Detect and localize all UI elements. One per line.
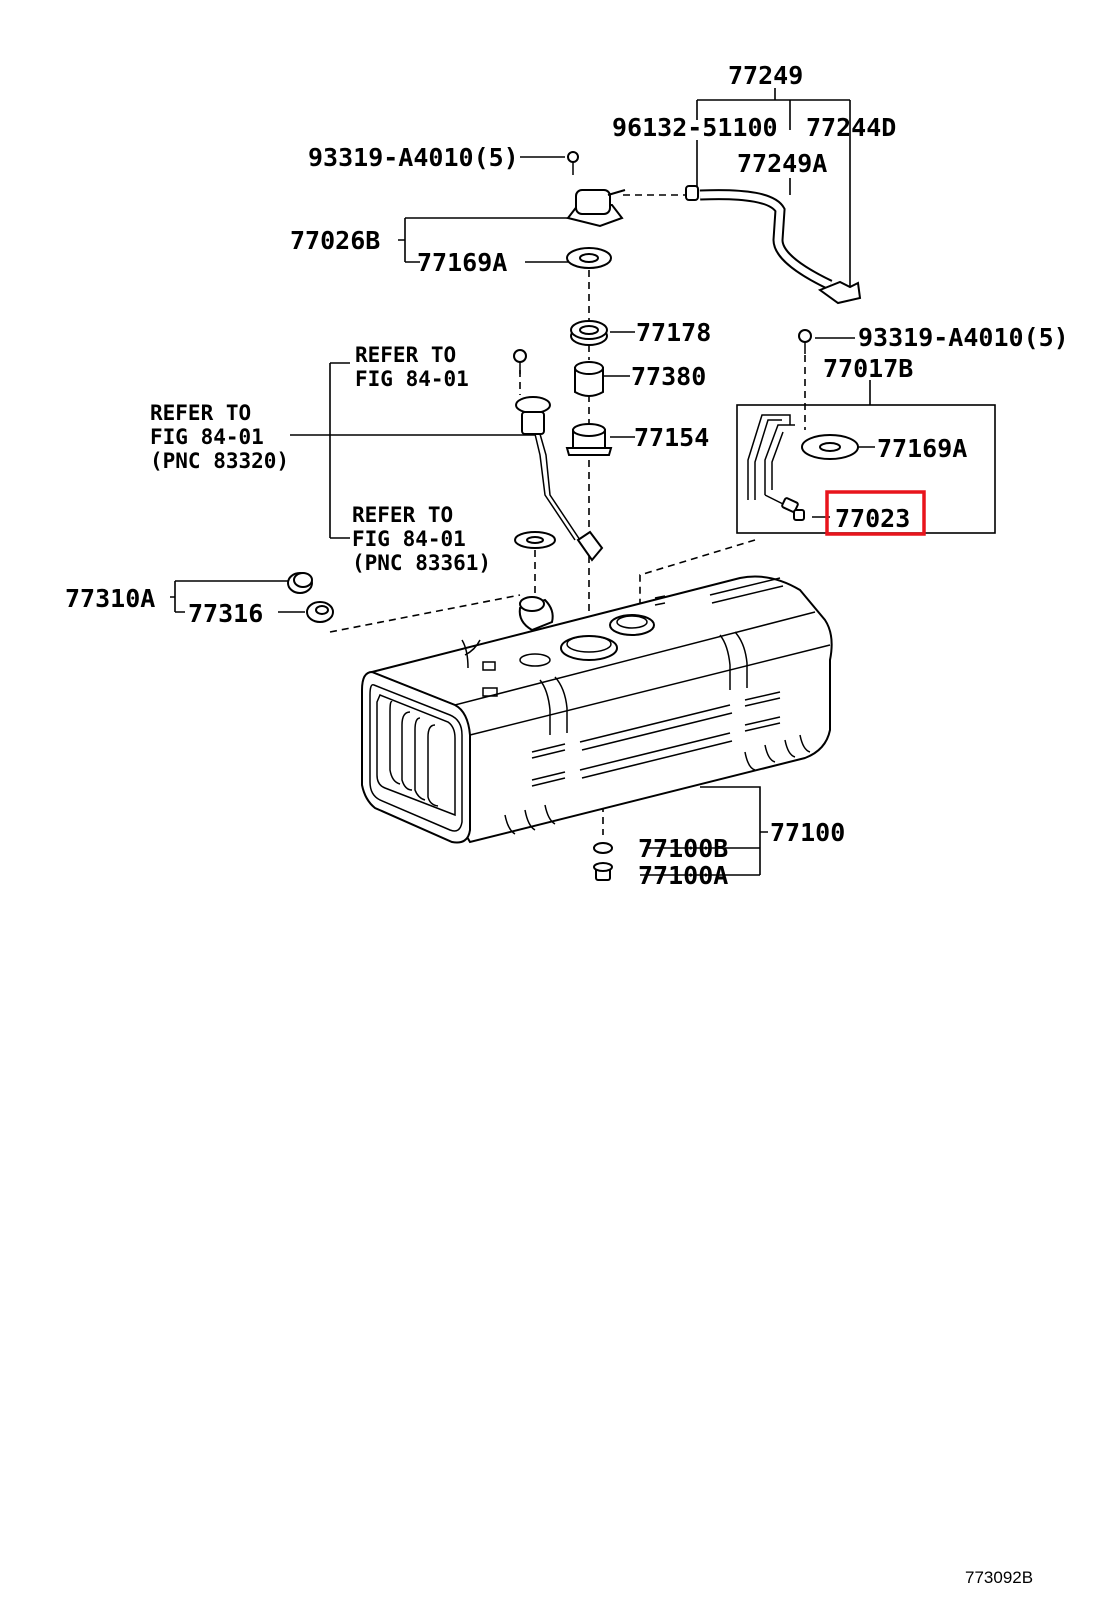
- label-77178[interactable]: 77178: [636, 318, 711, 347]
- label-77380[interactable]: 77380: [631, 362, 706, 391]
- label-77316[interactable]: 77316: [188, 599, 263, 628]
- drain-plug-77100a: [593, 862, 613, 881]
- label-77023[interactable]: 77023: [835, 504, 910, 533]
- ref2-line1: REFER TO: [150, 401, 251, 425]
- tube-assembly-77017b: [747, 414, 859, 521]
- ref3-line3: (PNC 83361): [352, 551, 491, 575]
- grommet-77316: [306, 601, 334, 623]
- hose-77249a: [685, 185, 862, 305]
- ref3-line1: REFER TO: [352, 503, 453, 527]
- collar-77154: [565, 423, 613, 456]
- filter-77380: [574, 361, 604, 397]
- highlight-box-77023: [825, 490, 926, 536]
- ref3-line2: FIG 84-01: [352, 527, 466, 551]
- bolt-icon-top: [513, 349, 527, 374]
- label-77310a[interactable]: 77310A: [65, 584, 155, 613]
- ring-77178: [570, 320, 608, 346]
- part-labels: 77249 96132-51100 77244D 77249A 93319-A4…: [65, 61, 1069, 890]
- ref1-line2: FIG 84-01: [355, 367, 469, 391]
- label-77154[interactable]: 77154: [634, 423, 709, 452]
- sender-gauge-unit: [566, 151, 626, 228]
- ref1-line1: REFER TO: [355, 343, 456, 367]
- label-77100a[interactable]: 77100A: [638, 861, 728, 890]
- label-77169a-right[interactable]: 77169A: [877, 434, 967, 463]
- label-77026b[interactable]: 77026B: [290, 226, 380, 255]
- label-77100b[interactable]: 77100B: [638, 834, 728, 863]
- label-bolt-top[interactable]: 93319-A4010(5): [308, 143, 519, 172]
- label-77169a-top[interactable]: 77169A: [417, 248, 507, 277]
- ref2-line3: (PNC 83320): [150, 449, 289, 473]
- bolt-icon-right: [798, 329, 812, 354]
- ref2-line2: FIG 84-01: [150, 425, 264, 449]
- label-77017b[interactable]: 77017B: [823, 354, 913, 383]
- label-bolt-right[interactable]: 93319-A4010(5): [858, 323, 1069, 352]
- label-77100[interactable]: 77100: [770, 818, 845, 847]
- diagram-code: 773092B: [965, 1568, 1033, 1587]
- label-77244d[interactable]: 77244D: [806, 113, 896, 142]
- reference-notes: REFER TO FIG 84-01 REFER TO FIG 84-01 (P…: [150, 343, 491, 575]
- gasket-77100b: [593, 842, 613, 854]
- label-96132-51100[interactable]: 96132-51100: [612, 113, 778, 142]
- fuel-tank-77100: [361, 575, 833, 844]
- grommet-77310a: [287, 572, 313, 594]
- label-77249a[interactable]: 77249A: [737, 149, 827, 178]
- fuel-gauge-sender: [514, 396, 604, 562]
- label-77249[interactable]: 77249: [728, 61, 803, 90]
